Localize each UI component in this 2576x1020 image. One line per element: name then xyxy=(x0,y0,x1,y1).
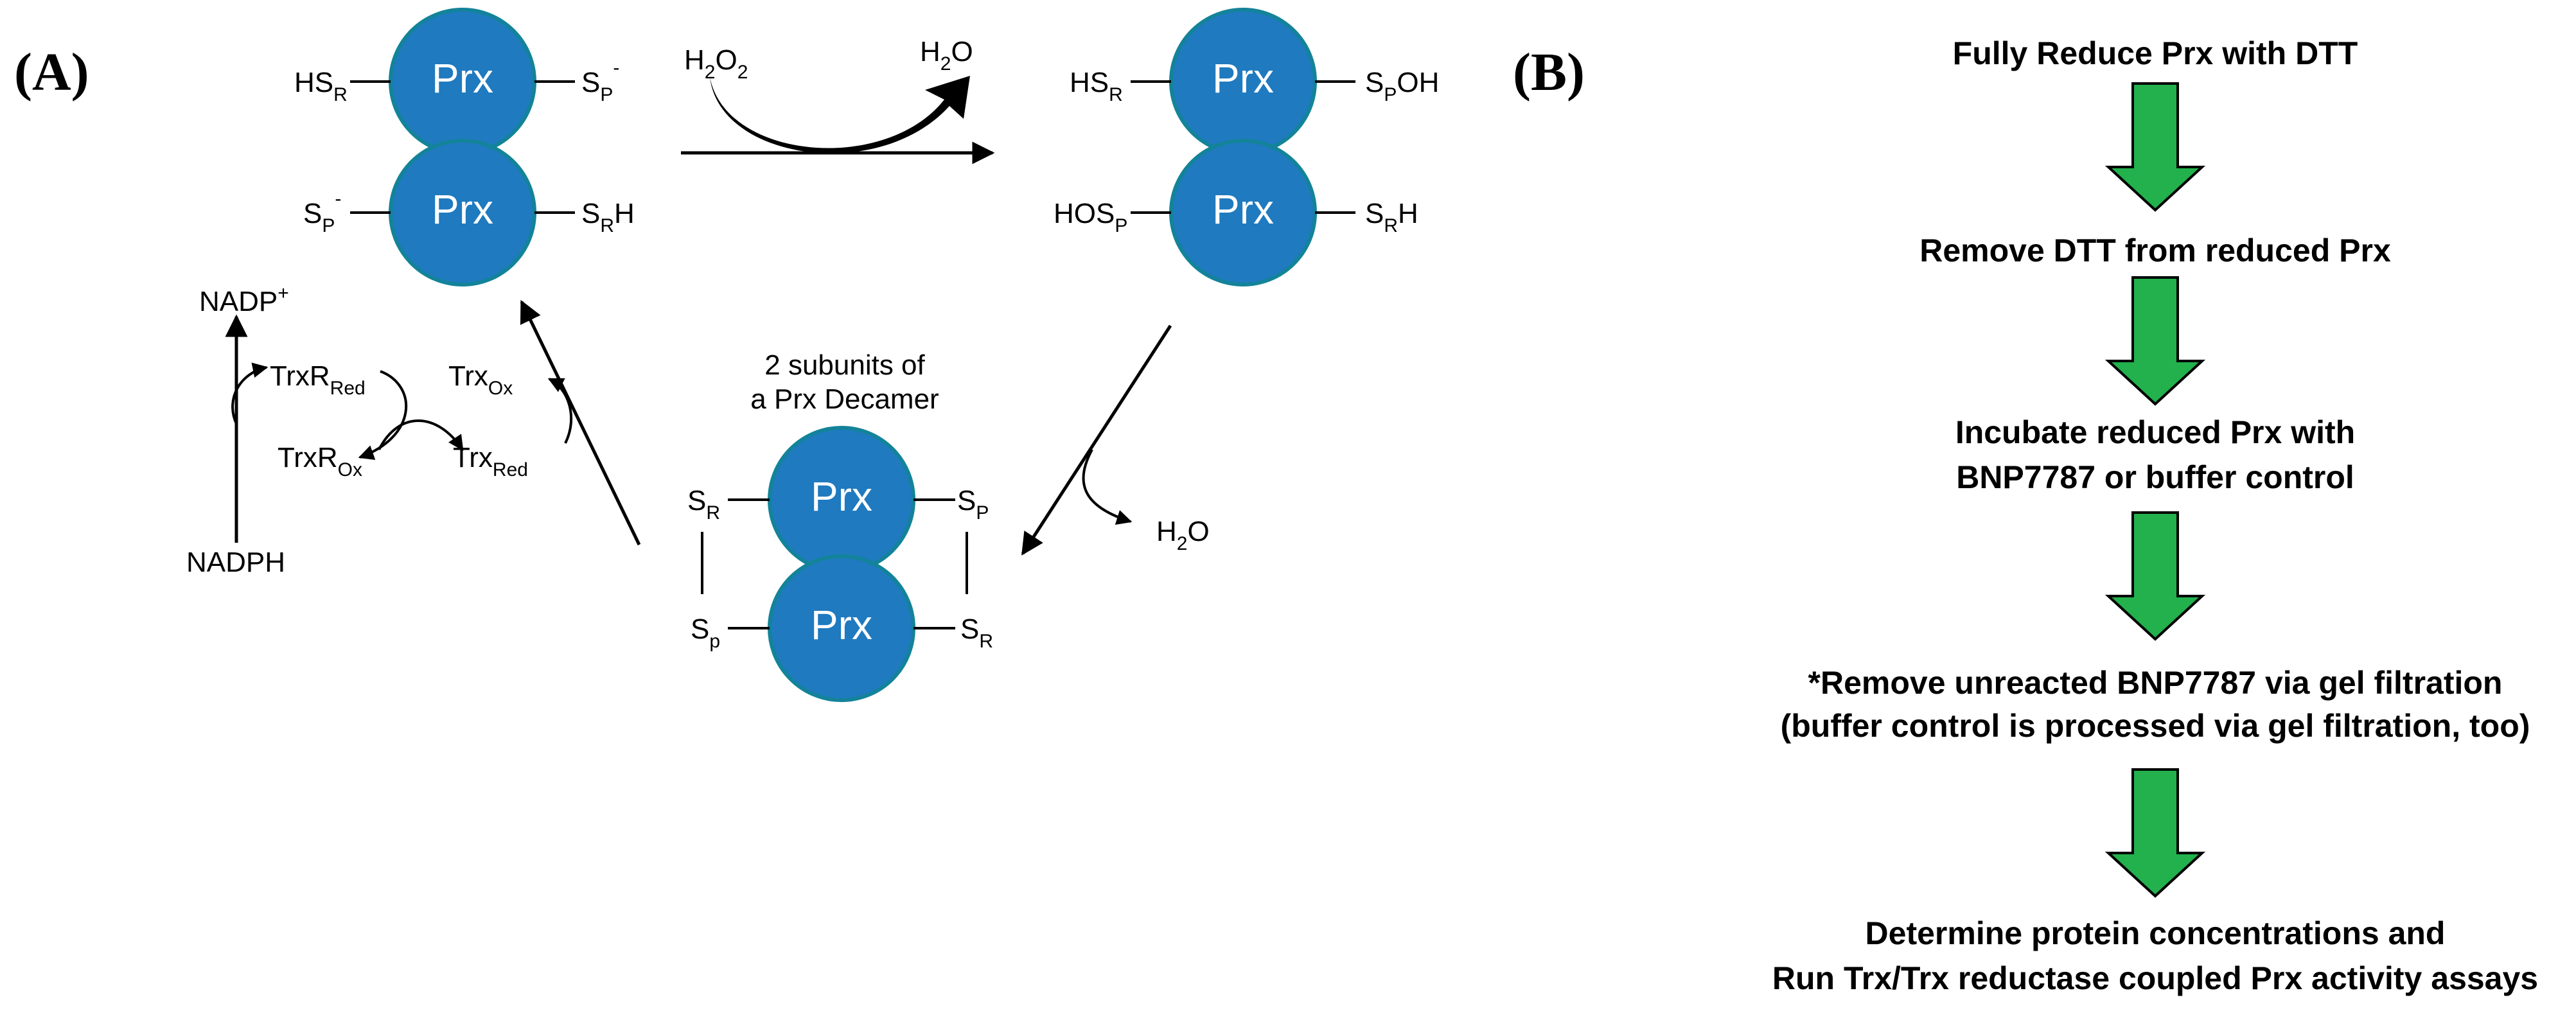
trx-ox-label: TrxOx xyxy=(448,360,513,399)
decamer-disulfide-dimer: 2 subunits of a Prx Decamer Prx Prx SR S… xyxy=(687,349,993,702)
panel-a-label: (A) xyxy=(14,42,89,102)
h2o-label: H2O xyxy=(920,36,973,75)
trxr-ox-label: TrxROx xyxy=(278,442,362,480)
prx-label: Prx xyxy=(432,186,493,233)
workflow-step-4: (buffer control is processed via gel fil… xyxy=(1781,708,2530,744)
thiol-label: HSR xyxy=(1070,67,1123,105)
sulfur-label: SR xyxy=(687,485,720,523)
down-arrow xyxy=(2104,511,2206,641)
trx-red-label: TrxRed xyxy=(453,442,528,480)
workflow-step-5: Run Trx/Trx reductase coupled Prx activi… xyxy=(1772,960,2538,996)
workflow-step-4: *Remove unreacted BNP7787 via gel filtra… xyxy=(1808,665,2503,701)
workflow: Fully Reduce Prx with DTT Remove DTT fro… xyxy=(1772,35,2538,996)
thiolate-label: HSR xyxy=(294,67,348,105)
workflow-step-3: Incubate reduced Prx with xyxy=(1955,414,2355,450)
prx-label: Prx xyxy=(811,602,872,648)
prx-label: Prx xyxy=(1212,55,1274,101)
sulfur-label: Sp xyxy=(691,613,720,652)
trx-reductase-system: NADP+ NADPH TrxRRed TrxROx TrxOx TrxRed xyxy=(186,283,573,578)
workflow-step-2: Remove DTT from reduced Prx xyxy=(1919,233,2391,268)
panel-b-label: (B) xyxy=(1513,42,1585,102)
sulfenic-acid-label: SPOH xyxy=(1365,67,1439,105)
disulfide-step: H2O xyxy=(1021,324,1210,556)
h2o-label: H2O xyxy=(1156,516,1210,554)
decamer-caption: a Prx Decamer xyxy=(750,383,939,415)
sulfur-label: SR xyxy=(960,613,993,652)
h2o2-curved-arrow xyxy=(710,76,970,154)
thiolate-label: SP- xyxy=(581,57,619,105)
workflow-step-1: Fully Reduce Prx with DTT xyxy=(1953,35,2358,71)
thiol-label: SRH xyxy=(1365,198,1418,236)
oxidation-step: H2O2 H2O xyxy=(681,36,995,164)
disulfide-arrow xyxy=(1021,324,1172,556)
down-arrow xyxy=(2104,768,2206,898)
trxr-red-label: TrxRRed xyxy=(270,360,366,399)
workflow-step-3: BNP7787 or buffer control xyxy=(1956,459,2354,495)
prx-label: Prx xyxy=(811,473,872,520)
sulfenic-acid-label: HOSP xyxy=(1054,198,1127,236)
h2o2-label: H2O2 xyxy=(684,44,748,83)
prx-label: Prx xyxy=(432,55,493,101)
thiolate-label: SP- xyxy=(303,188,341,236)
nadph-label: NADPH xyxy=(186,547,285,578)
regeneration-arrow xyxy=(520,299,641,546)
thiol-label: SRH xyxy=(581,198,635,236)
workflow-step-5: Determine protein concentrations and xyxy=(1866,915,2446,951)
sulfenic-prx-dimer: Prx Prx HSR SPOH HOSP SRH xyxy=(1054,8,1439,286)
reduced-prx-dimer: Prx Prx HSR SP- SP- SRH xyxy=(294,8,635,286)
decamer-caption: 2 subunits of xyxy=(764,349,925,381)
nadp-plus-label: NADP+ xyxy=(199,283,289,317)
sulfur-label: SP xyxy=(957,485,989,523)
down-arrow xyxy=(2104,82,2206,212)
prx-label: Prx xyxy=(1212,186,1274,233)
down-arrow xyxy=(2104,276,2206,406)
